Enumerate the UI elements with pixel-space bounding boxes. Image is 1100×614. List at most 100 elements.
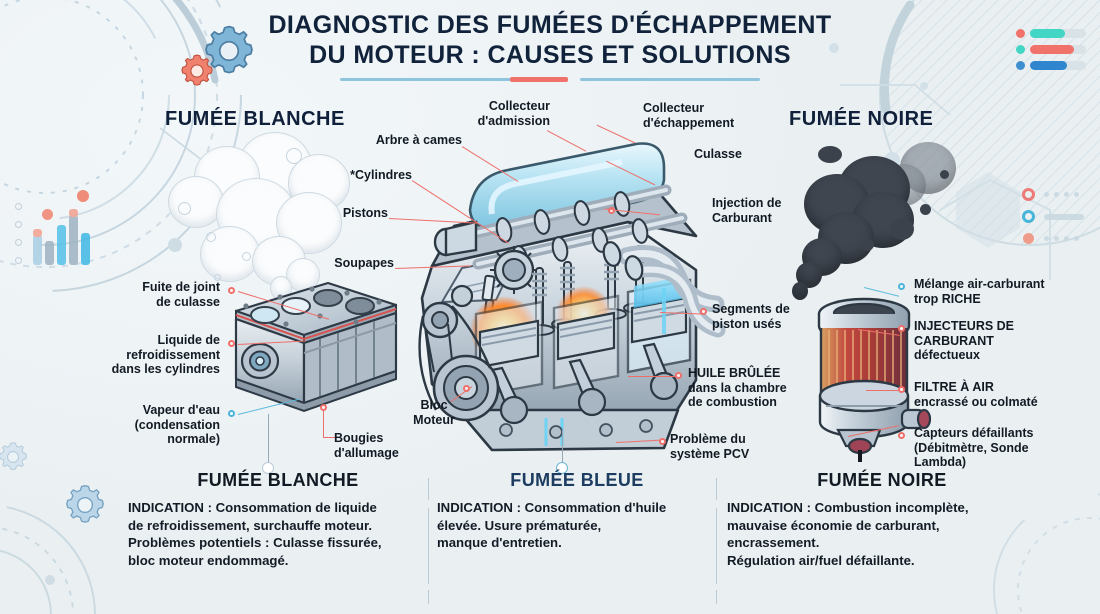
callout-line-text: Culasse (694, 147, 742, 161)
callout-endpoint-pcv (556, 462, 568, 474)
callout-capteurs-defaillants: Capteurs défaillants (Débitmètre, Sonde … (914, 426, 1094, 470)
callout-line-arbre-a-cames (461, 146, 519, 183)
callout-line-text: Mélange air-carburant (914, 277, 1045, 291)
callout-culasse: Culasse (694, 147, 764, 162)
title-underline (340, 77, 760, 82)
callout-line-text: système PCV (670, 446, 750, 461)
panel-body-line: INDICATION : Combustion incomplète, (727, 500, 969, 515)
callout-line-text: dans les cylindres (111, 362, 220, 377)
callout-injecteurs-defectueux: INJECTEURS DE CARBURANT défectueux (914, 319, 1094, 363)
callout-line-text: Segments de (712, 302, 790, 316)
panel-divider-2 (716, 478, 717, 604)
callout-line-vapeur (237, 398, 301, 416)
callout-line-collecteur-echappement (596, 124, 636, 144)
callout-line-pcv (615, 439, 661, 444)
callout-line-text: trop RICHE (914, 291, 981, 306)
callout-line-fuite-joint (237, 291, 330, 321)
panel-fumee-bleue: FUMÉE BLEUE INDICATION : Consommation d'… (437, 470, 717, 552)
callout-melange-riche: Mélange air-carburant trop RICHE (914, 277, 1094, 306)
callout-line-bougies-h (323, 437, 335, 439)
callout-dot-liquide (228, 340, 235, 347)
callout-filtre-a-air: FILTRE À AIR encrassé ou colmaté (914, 380, 1094, 409)
callout-segments-piston: Segments de piston usés (712, 302, 822, 331)
panel-divider-1 (428, 478, 429, 604)
panel-heading: FUMÉE BLEUE (510, 470, 644, 490)
summary-panels: FUMÉE BLANCHE INDICATION : Consommation … (0, 470, 1100, 614)
callout-dot-injecteurs (898, 325, 905, 332)
callout-line-injecteurs (857, 329, 900, 337)
section-heading-white-smoke: FUMÉE BLANCHE (165, 108, 345, 130)
callout-collecteur-admission: Collecteur d'admission (440, 99, 550, 128)
title-line-2: DU MOTEUR : CAUSES ET SOLUTIONS (309, 41, 791, 69)
callout-line-text: *Cylindres (350, 168, 412, 182)
callout-fuite-joint-culasse: Fuite de joint de culasse (60, 280, 220, 309)
callout-line-bougies (323, 410, 325, 438)
panel-fumee-blanche: FUMÉE BLANCHE INDICATION : Consommation … (128, 470, 428, 569)
callout-line-text: Soupapes (334, 256, 394, 270)
callout-line-text: Problème du (670, 432, 746, 446)
callout-line-vapeur-drop (268, 414, 270, 466)
callout-line-pistons (388, 218, 477, 224)
callout-line-text: d'admission (477, 113, 550, 128)
panel-heading: FUMÉE BLANCHE (197, 470, 359, 490)
callout-dot-filtre-air (898, 386, 905, 393)
callout-line-cylindres (411, 180, 509, 244)
callout-line-text: de culasse (156, 294, 220, 309)
callout-bougies-allumage: Bougies d'allumage (334, 431, 444, 460)
panel-body-line: INDICATION : Consommation d'huile (437, 500, 667, 515)
callout-liquide-refroidissement: Liquide de refroidissement dans les cyli… (50, 333, 220, 377)
callout-line-text: FILTRE À AIR (914, 380, 994, 394)
callout-line-soupapes (394, 265, 471, 270)
list-decoration-right (1012, 188, 1092, 250)
callout-line-text: Collecteur (643, 101, 705, 115)
panel-body-line: élevée. Usure prématurée, (437, 517, 602, 533)
callout-dot-vapeur (228, 410, 235, 417)
panel-heading: FUMÉE NOIRE (817, 470, 947, 490)
callout-line-text: INJECTEURS DE (914, 319, 1015, 333)
callout-line-liquide (237, 340, 306, 346)
callout-line-text: Carburant (712, 210, 772, 225)
callout-line-capteurs (847, 425, 900, 438)
callout-line-text: HUILE BRÛLÉE (688, 366, 781, 380)
callout-probleme-pcv: Problème du système PCV (670, 432, 780, 461)
panel-body-line: mauvaise économie de carburant, (727, 517, 940, 533)
callout-line-text: Moteur (413, 412, 455, 427)
poster-title: DIAGNOSTIC DES FUMÉES D'ÉCHAPPEMENT DU M… (0, 10, 1100, 82)
callout-line-segments (659, 312, 702, 315)
callout-injection-carburant: Injection de Carburant (712, 196, 812, 225)
callout-line-text: Bloc (420, 398, 448, 412)
callout-line-text: Lambda) (914, 455, 967, 470)
callout-line-text: de combustion (688, 395, 777, 410)
panel-body-line: Régulation air/fuel défaillante. (727, 552, 915, 568)
callout-line-filtre-air (866, 390, 900, 392)
callout-line-text: Injection de (712, 196, 782, 210)
callout-dot-melange-riche (898, 283, 905, 290)
panel-body-line: de refroidissement, surchauffe moteur. (128, 517, 373, 533)
callout-line-text: Liquide de (157, 333, 221, 347)
callout-line-text: encrassé ou colmaté (914, 394, 1038, 409)
callout-dot-segments (700, 308, 707, 315)
panel-body-line: bloc moteur endommagé. (128, 552, 289, 568)
panel-body-line: encrassement. (727, 535, 820, 550)
panel-body-line: INDICATION : Consommation de liquide (128, 500, 377, 515)
callout-line-text: piston usés (712, 316, 782, 331)
callout-dot-pcv (659, 438, 666, 445)
callout-line-text: Capteurs défaillants (914, 426, 1034, 440)
section-heading-black-smoke: FUMÉE NOIRE (789, 108, 934, 130)
callout-line-text: d'échappement (643, 115, 735, 130)
callout-line-text: Fuite de joint (142, 280, 220, 294)
callout-arbre-a-cames: Arbre à cames (360, 133, 462, 148)
callout-line-text: (Débitmètre, Sonde (914, 440, 1029, 455)
callout-line-text: défectueux (914, 348, 980, 363)
callout-pistons: Pistons (322, 206, 388, 221)
callout-line-text: dans la chambre (688, 380, 787, 395)
callout-soupapes: Soupapes (310, 256, 394, 271)
title-line-1: DIAGNOSTIC DES FUMÉES D'ÉCHAPPEMENT (268, 11, 832, 39)
panel-fumee-noire: FUMÉE NOIRE INDICATION : Combustion inco… (727, 470, 1037, 569)
callout-collecteur-echappement: Collecteur d'échappement (643, 101, 763, 130)
callout-endpoint-vapeur (262, 462, 274, 474)
callout-line-text: d'allumage (334, 445, 399, 460)
callout-line-huile-brulee (628, 376, 677, 378)
callout-line-text: Pistons (342, 206, 388, 220)
